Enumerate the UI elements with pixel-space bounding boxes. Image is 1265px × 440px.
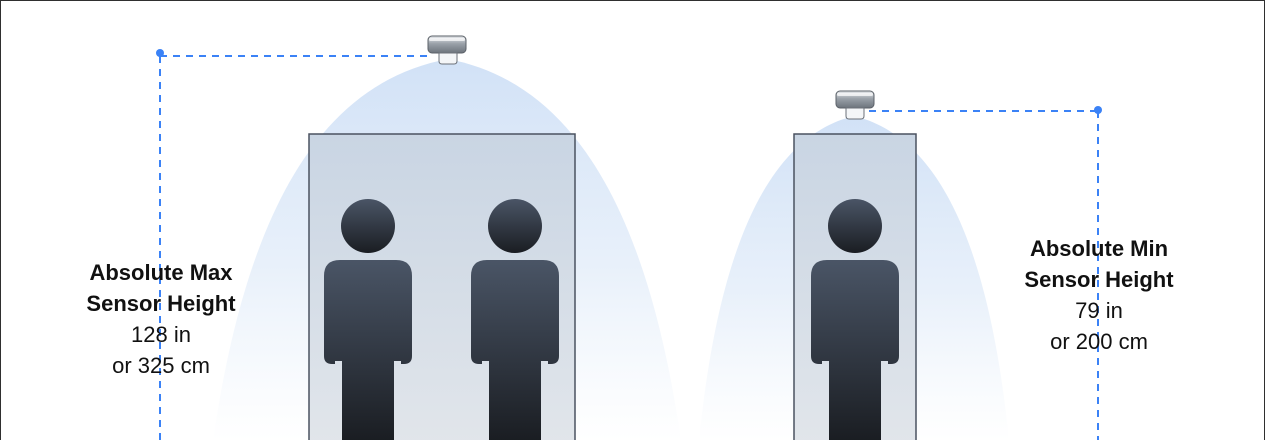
min-height-title-line2: Sensor Height <box>979 264 1219 295</box>
max-height-title-line1: Absolute Max <box>41 257 281 288</box>
ceiling-sensor-icon <box>836 91 874 119</box>
max-height-label: Absolute Max Sensor Height 128 in or 325… <box>41 257 281 381</box>
min-height-title-line1: Absolute Min <box>979 233 1219 264</box>
min-height-label: Absolute Min Sensor Height 79 in or 200 … <box>979 233 1219 357</box>
max-height-title-line2: Sensor Height <box>41 288 281 319</box>
min-height-value-cm: or 200 cm <box>979 326 1219 357</box>
max-height-value-in: 128 in <box>41 319 281 350</box>
max-height-value-cm: or 325 cm <box>41 350 281 381</box>
min-height-value-in: 79 in <box>979 295 1219 326</box>
ceiling-sensor-icon <box>428 36 466 64</box>
